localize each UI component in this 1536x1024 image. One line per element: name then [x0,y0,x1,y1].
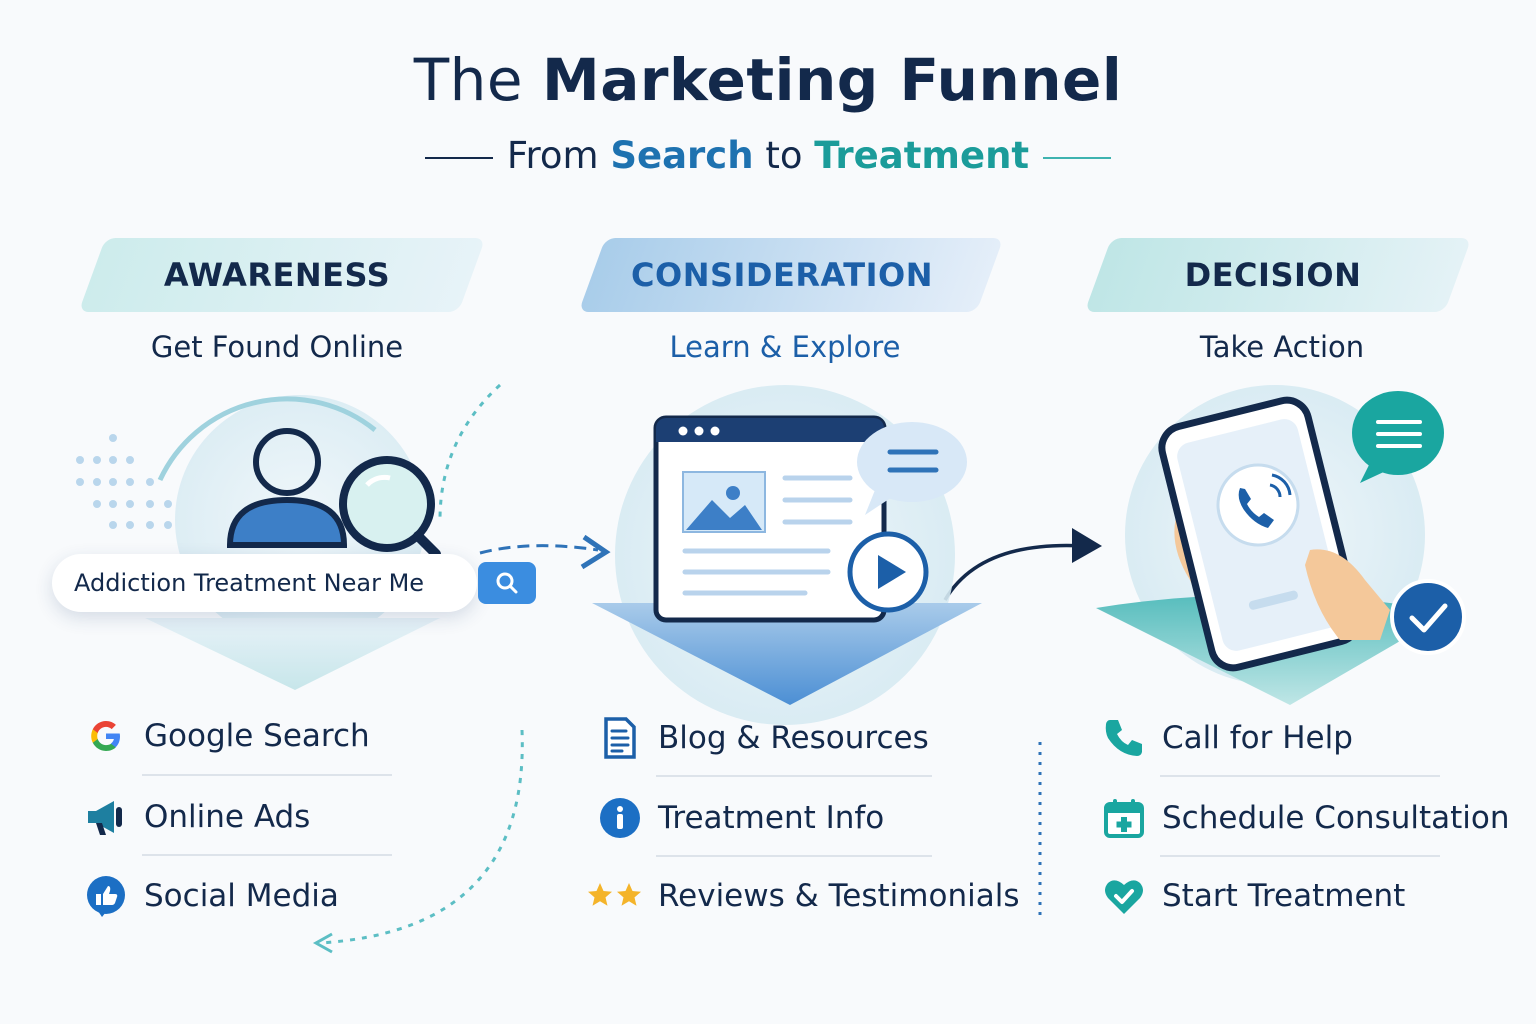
list-item-call-for-help: Call for Help [1100,714,1353,762]
list-item-treatment-info: Treatment Info [596,794,884,842]
info-icon [596,794,644,842]
list-item-google-search: Google Search [82,712,370,760]
list-item-label: Call for Help [1162,720,1353,756]
list-item-reviews-testimonials: Reviews & Testimonials [586,872,1019,920]
list-item-label: Reviews & Testimonials [658,878,1019,914]
stage-label-consideration: CONSIDERATION [592,256,972,294]
divider [656,855,932,857]
search-query-text: Addiction Treatment Near Me [74,569,424,597]
stage-sub-consideration: Learn & Explore [585,330,985,364]
google-icon [82,712,130,760]
list-item-start-treatment: Start Treatment [1100,872,1405,920]
divider [1160,775,1440,777]
search-input[interactable]: Addiction Treatment Near Me [52,554,477,612]
divider [142,774,392,776]
list-item-label: Social Media [144,878,339,914]
list-item-label: Treatment Info [658,800,884,836]
list-item-schedule-consultation: Schedule Consultation [1100,794,1510,842]
heart-check-icon [1100,872,1148,920]
list-item-label: Blog & Resources [658,720,929,756]
divider [656,775,932,777]
list-item-label: Schedule Consultation [1162,800,1510,836]
calendar-icon [1100,794,1148,842]
megaphone-icon [82,793,130,841]
stage-sub-decision: Take Action [1082,330,1482,364]
list-item-blog-resources: Blog & Resources [596,714,929,762]
stars-icon [586,872,644,920]
phone-icon [1100,714,1148,762]
divider [1160,855,1440,857]
stage-sub-awareness: Get Found Online [77,330,477,364]
document-icon [596,714,644,762]
awareness-illustration [76,395,440,690]
thumbs-up-icon [82,872,130,920]
consideration-illustration [592,385,982,725]
divider [142,854,392,856]
search-icon [494,570,520,596]
search-button[interactable] [478,562,536,604]
list-item-online-ads: Online Ads [82,793,310,841]
list-item-label: Google Search [144,718,370,754]
stage-label-decision: DECISION [1098,256,1448,294]
list-item-label: Online Ads [144,799,310,835]
decision-illustration [1096,385,1464,705]
list-item-social-media: Social Media [82,872,339,920]
list-item-label: Start Treatment [1162,878,1405,914]
stage-label-awareness: AWARENESS [92,256,462,294]
